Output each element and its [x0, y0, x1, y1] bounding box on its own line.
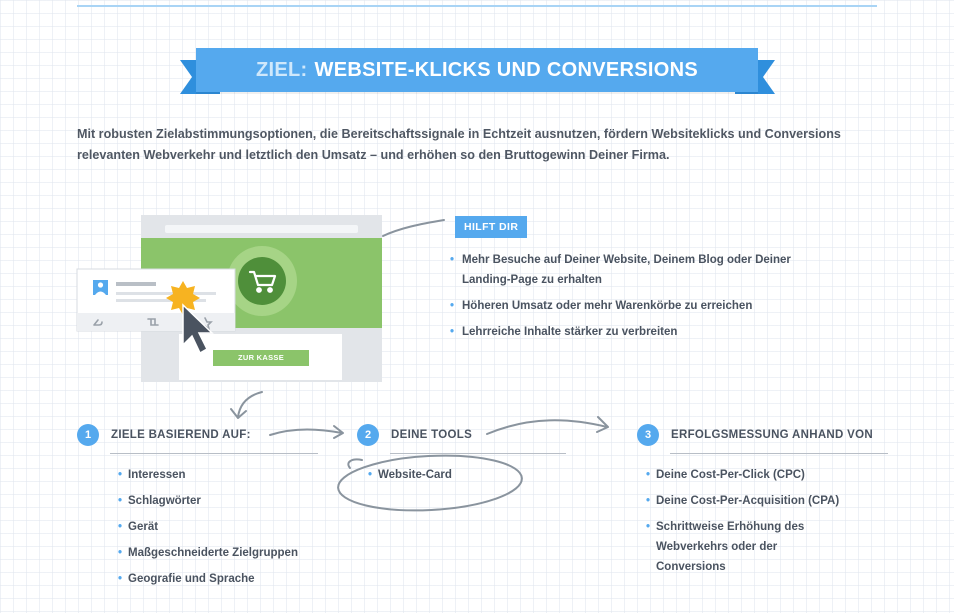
- list-item: Maßgeschneiderte Zielgruppen: [118, 543, 298, 563]
- banner-prefix: ZIEL:: [256, 58, 308, 81]
- intro-text: Mit robusten Zielabstimmungsoptionen, di…: [77, 127, 841, 162]
- step-number: 2: [357, 424, 379, 446]
- list-item: Schrittweise Erhöhung des Webverkehrs od…: [646, 517, 826, 577]
- step-number: 1: [77, 424, 99, 446]
- list-item: Geografie und Sprache: [118, 569, 298, 589]
- arrow-step2-to-3: [486, 416, 609, 435]
- connector-curve: [382, 219, 445, 237]
- list-item: Website-Card: [368, 465, 452, 485]
- starburst-icon: [166, 281, 200, 315]
- step-1: 1 ZIELE BASIEREND AUF:: [77, 424, 251, 446]
- step-3: 3 ERFOLGSMESSUNG ANHAND VON: [637, 424, 873, 446]
- arrow-down: [230, 391, 263, 419]
- list-item: Schlagwörter: [118, 491, 298, 511]
- step-title: ZIELE BASIEREND AUF:: [111, 429, 251, 441]
- tweet-actions-bar: [77, 313, 235, 331]
- helps-item: Mehr Besuche auf Deiner Website, Deinem …: [450, 250, 840, 290]
- tweet-line: [116, 282, 156, 286]
- tweet-card: [76, 268, 236, 332]
- top-rule: [77, 5, 877, 7]
- step-2-list: Website-Card: [368, 465, 452, 491]
- cart-circle: [238, 257, 286, 305]
- banner-title: WEBSITE-KLICKS UND CONVERSIONS: [314, 58, 698, 81]
- helps-list: Mehr Besuche auf Deiner Website, Deinem …: [450, 250, 840, 348]
- step-rule: [670, 453, 888, 454]
- list-item: Gerät: [118, 517, 298, 537]
- step-number: 3: [637, 424, 659, 446]
- goal-banner: ZIEL: WEBSITE-KLICKS UND CONVERSIONS: [196, 48, 758, 92]
- step-3-list: Deine Cost-Per-Click (CPC) Deine Cost-Pe…: [646, 465, 876, 583]
- step-title: DEINE TOOLS: [391, 429, 473, 441]
- arrow-step1-to-2: [269, 425, 344, 439]
- step-2: 2 DEINE TOOLS: [357, 424, 472, 446]
- tweet-action-icons: [93, 317, 213, 331]
- cart-halo: [227, 246, 297, 316]
- helps-badge: HILFT DIR: [455, 216, 528, 238]
- shopping-cart-icon: [248, 270, 277, 293]
- step-title: ERFOLGSMESSUNG ANHAND VON: [671, 429, 873, 441]
- list-item: Deine Cost-Per-Click (CPC): [646, 465, 876, 485]
- step-1-list: Interessen Schlagwörter Gerät Maßgeschne…: [118, 465, 298, 595]
- browser-hero: [141, 238, 382, 328]
- browser-address-bar: [165, 225, 358, 233]
- checkout-button-label: ZUR KASSE: [237, 353, 285, 362]
- helps-item: Höheren Umsatz oder mehr Warenkörbe zu e…: [450, 296, 840, 316]
- step-rule: [110, 453, 318, 454]
- step-rule: [390, 453, 566, 454]
- helps-item: Lehrreiche Inhalte stärker zu verbreiten: [450, 322, 840, 342]
- list-item: Deine Cost-Per-Acquisition (CPA): [646, 491, 876, 511]
- avatar: [93, 280, 108, 295]
- list-item: Interessen: [118, 465, 298, 485]
- cursor-icon: [182, 303, 214, 355]
